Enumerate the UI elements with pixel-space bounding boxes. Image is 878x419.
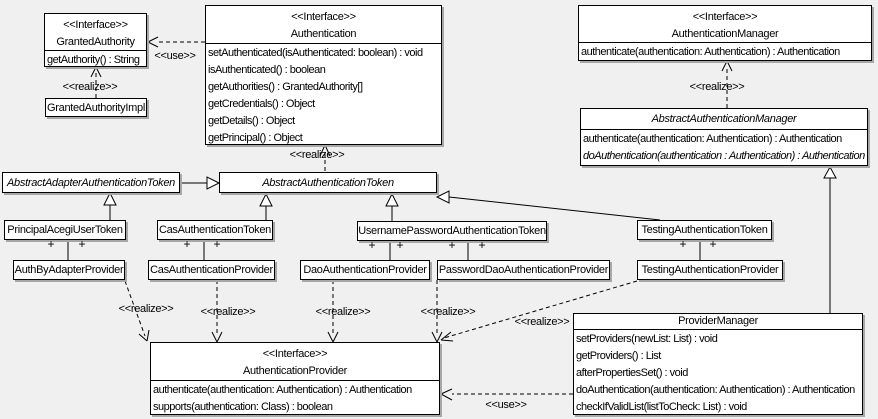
class-name: PrincipalAcegiUserToken: [7, 224, 123, 236]
class-header: <<Interface>> AuthenticationManager: [579, 6, 871, 43]
method: getCredentials() : Object: [208, 98, 315, 110]
class-header: ProviderManager: [574, 314, 862, 330]
method: getAuthority() : String: [47, 54, 140, 66]
class-abstract-authentication-manager: AbstractAuthenticationManager authentica…: [580, 108, 868, 166]
class-testing-authentication-provider: TestingAuthenticationProvider: [637, 260, 783, 280]
class-auth-by-adapter-provider: AuthByAdapterProvider: [13, 260, 125, 280]
association-plus: +: [368, 238, 376, 252]
method: authenticate(authentication: Authenticat…: [153, 384, 412, 396]
association-plus: +: [709, 237, 717, 251]
method: authenticate(authentication: Authenticat…: [581, 46, 840, 58]
class-authentication: <<Interface>> Authentication setAuthenti…: [205, 5, 442, 145]
realize-label: <<realize>>: [62, 81, 118, 93]
association-plus: +: [213, 237, 221, 251]
class-name: TestingAuthenticationProvider: [641, 264, 779, 276]
class-header: <<Interface>> Authentication: [206, 6, 441, 44]
stereotype-label: <<Interface>>: [262, 348, 328, 360]
class-granted-authority: <<Interface>> GrantedAuthority getAuthor…: [44, 13, 147, 67]
class-name: DaoAuthenticationProvider: [303, 264, 427, 276]
class-name: AuthenticationManager: [671, 28, 779, 40]
method: supports(authentication: Class) : boolea…: [153, 401, 333, 413]
class-name: AbstractAdapterAuthenticationToken: [7, 176, 175, 189]
class-header: <<Interface>> AuthenticationProvider: [151, 343, 439, 381]
class-testing-authentication-token: TestingAuthenticationToken: [637, 220, 772, 240]
use-label: <<use>>: [485, 399, 527, 411]
method: doAuthentication(authentication : Authen…: [583, 150, 865, 162]
class-name: TestingAuthenticationToken: [641, 224, 768, 236]
method: afterPropertiesSet() : void: [576, 367, 688, 379]
method: getDetails() : Object: [208, 115, 295, 127]
class-principal-acegi-user-token: PrincipalAcegiUserToken: [4, 220, 126, 240]
realize-label: <<realize>>: [200, 306, 256, 318]
class-name: AuthByAdapterProvider: [14, 264, 124, 276]
method: setProviders(newList: List) : void: [576, 333, 718, 345]
use-label: <<use>>: [154, 50, 196, 62]
association-plus: +: [47, 237, 55, 251]
class-name: AbstractAuthenticationManager: [651, 113, 797, 125]
class-header: <<Interface>> GrantedAuthority: [45, 14, 146, 51]
class-name: PasswordDaoAuthenticationProvider: [438, 264, 609, 276]
realize-label: <<realize>>: [514, 316, 570, 328]
method: getAuthorities() : GrantedAuthority[]: [208, 81, 363, 93]
class-granted-authority-impl: GrantedAuthorityImpl: [45, 98, 147, 117]
class-name: AbstractAuthenticationToken: [262, 176, 394, 189]
class-header: AbstractAuthenticationManager: [581, 109, 867, 130]
stereotype-label: <<Interface>>: [291, 11, 356, 23]
class-name: CasAuthenticationProvider: [150, 264, 273, 276]
class-authentication-provider: <<Interface>> AuthenticationProvider aut…: [150, 342, 440, 415]
association-plus: +: [448, 238, 456, 252]
method: getProviders() : List: [576, 350, 661, 362]
class-abstract-authentication-token: AbstractAuthenticationToken: [219, 172, 437, 193]
class-dao-authentication-provider: DaoAuthenticationProvider: [300, 260, 430, 280]
class-name: ProviderManager: [678, 315, 758, 327]
class-name: CasAuthenticationToken: [158, 224, 272, 236]
realize-label: <<realize>>: [118, 303, 174, 315]
association-plus: +: [183, 237, 191, 251]
class-username-password-authentication-token: UsernamePasswordAuthenticationToken: [357, 221, 547, 241]
class-name: UsernamePasswordAuthenticationToken: [358, 225, 546, 237]
method: authenticate(authentication: Authenticat…: [583, 133, 842, 145]
realize-label: <<realize>>: [289, 149, 345, 161]
method: setAuthenticated(isAuthenticated: boolea…: [208, 47, 423, 59]
realize-label: <<realize>>: [420, 306, 476, 318]
class-name: Authentication: [290, 28, 357, 40]
class-password-dao-authentication-provider: PasswordDaoAuthenticationProvider: [437, 260, 610, 280]
method: isAuthenticated() : boolean: [208, 64, 326, 76]
method: checkIfValidList(listToCheck: List) : vo…: [576, 401, 747, 413]
association-plus: +: [78, 237, 86, 251]
association-plus: +: [679, 237, 687, 251]
realize-label: <<realize>>: [689, 81, 745, 93]
class-cas-authentication-token: CasAuthenticationToken: [157, 220, 273, 240]
class-name: GrantedAuthorityImpl: [47, 101, 145, 114]
class-name: GrantedAuthority: [56, 36, 135, 48]
class-cas-authentication-provider: CasAuthenticationProvider: [148, 260, 275, 280]
class-provider-manager: ProviderManager setProviders(newList: Li…: [573, 313, 863, 415]
method: getPrincipal() : Object: [208, 132, 303, 144]
stereotype-label: <<Interface>>: [692, 11, 758, 23]
realize-label: <<realize>>: [315, 306, 371, 318]
association-plus: +: [478, 238, 486, 252]
stereotype-label: <<Interface>>: [63, 19, 128, 31]
class-name: AuthenticationProvider: [242, 365, 348, 377]
method: doAuthentication(authentication: Authent…: [576, 384, 855, 396]
class-abstract-adapter-authentication-token: AbstractAdapterAuthenticationToken: [2, 172, 180, 193]
association-plus: +: [396, 238, 404, 252]
class-authentication-manager: <<Interface>> AuthenticationManager auth…: [578, 5, 872, 61]
